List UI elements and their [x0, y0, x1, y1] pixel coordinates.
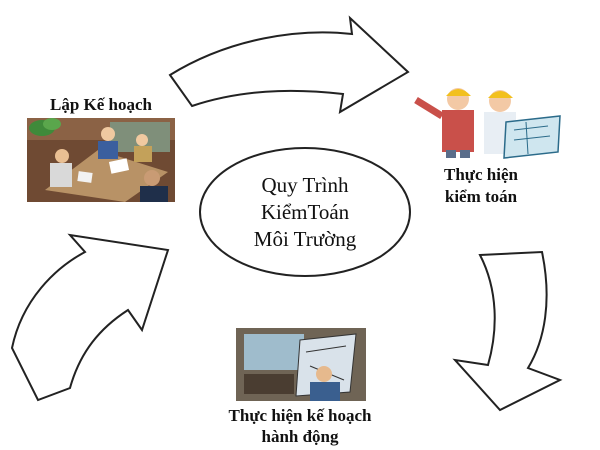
step-label-plan: Lập Kế hoạch — [50, 95, 153, 114]
center-ellipse — [199, 147, 411, 277]
step-label-action-plan-1: Thực hiện kế hoạch — [229, 406, 372, 425]
drafting-illustration — [236, 328, 366, 401]
center-title: Quy Trình KiểmToán Môi Trường — [254, 173, 357, 251]
workers-illustration — [414, 88, 561, 159]
step-label-action-plan-2: hành động — [261, 427, 339, 446]
center-line-3: Môi Trường — [254, 227, 357, 251]
arrow-left — [10, 233, 170, 402]
step-labels: Lập Kế hoạch Thực hiện kiểm toán Thực hi… — [50, 95, 519, 446]
step-label-execute-audit-2: kiểm toán — [445, 187, 518, 206]
planning-meeting-illustration — [27, 118, 175, 202]
step-label-execute-audit-1: Thực hiện — [444, 165, 519, 184]
arrow-top — [168, 15, 410, 114]
center-line-1: Quy Trình — [262, 173, 349, 197]
cycle-arrows — [10, 15, 563, 412]
arrow-right — [452, 250, 563, 412]
center-line-2: KiểmToán — [261, 200, 350, 224]
